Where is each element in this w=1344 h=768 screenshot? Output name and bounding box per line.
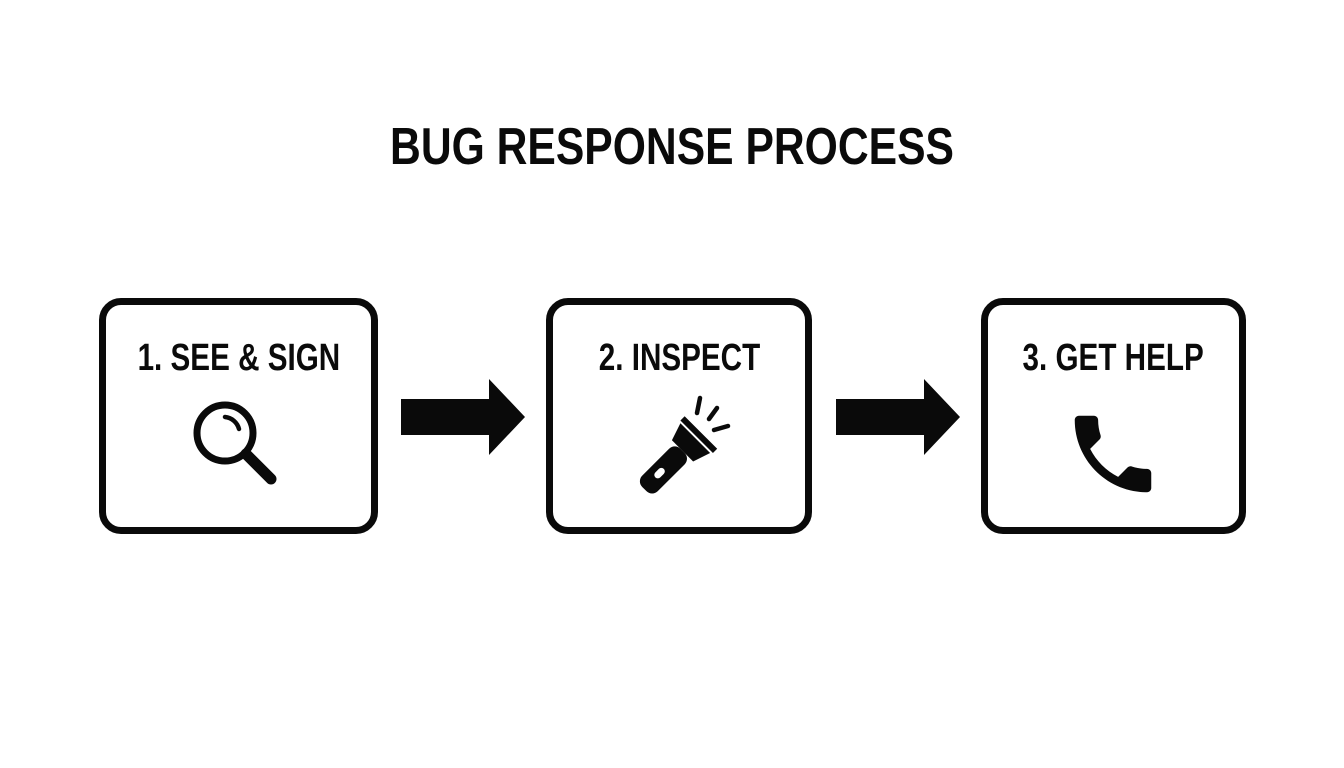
magnifying-glass-icon [179,393,299,513]
arrow-right-icon [401,379,527,455]
step-inspect: 2. INSPECT [546,298,812,534]
flashlight-icon [619,393,739,513]
step-label: 1. SEE & SIGN [137,337,340,379]
step-see-and-sign: 1. SEE & SIGN [99,298,378,534]
arrow-right-icon [836,379,962,455]
phone-icon [1054,393,1174,513]
diagram-title: BUG RESPONSE PROCESS [390,118,954,176]
step-get-help: 3. GET HELP [981,298,1246,534]
step-label: 2. INSPECT [598,337,760,379]
step-label: 3. GET HELP [1022,337,1205,379]
